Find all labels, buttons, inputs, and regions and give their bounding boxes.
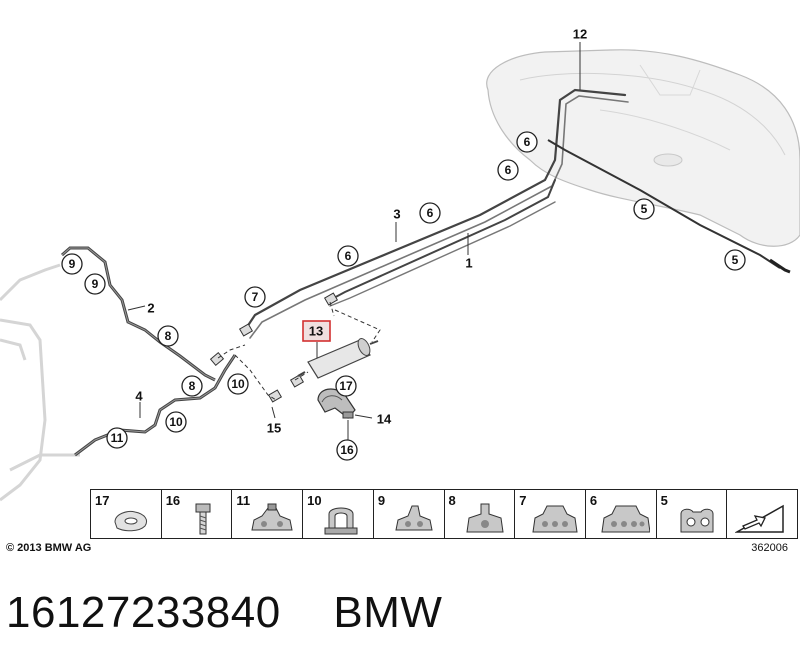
callout-6-d: 6 <box>337 245 359 267</box>
vent-line-5 <box>547 139 781 269</box>
legend-cell-8[interactable]: 8 <box>445 490 516 538</box>
legend-cell-10[interactable]: 10 <box>303 490 374 538</box>
fuel-line-1-and-3 <box>243 88 629 339</box>
callout-6-a: 6 <box>516 131 538 153</box>
svg-text:11: 11 <box>111 431 124 445</box>
legend-cell-11[interactable]: 11 <box>232 490 304 538</box>
callout-5-a: 5 <box>633 198 655 220</box>
clip-icon <box>465 503 504 533</box>
fuel-filter <box>297 338 379 379</box>
svg-text:12: 12 <box>573 27 587 42</box>
clip-icon <box>395 505 433 531</box>
fuel-line-diagram: 12 6 6 6 6 5 5 3 1 2 9 9 8 8 7 13 10 10 … <box>0 27 800 502</box>
callout-1: 1 <box>465 256 472 271</box>
svg-text:7: 7 <box>252 290 259 304</box>
legend-number: 8 <box>448 493 456 508</box>
svg-text:17: 17 <box>339 379 353 393</box>
svg-text:1: 1 <box>465 256 472 271</box>
svg-text:6: 6 <box>505 163 512 177</box>
legend-cell-5[interactable]: 5 <box>657 490 728 538</box>
legend-number: 5 <box>660 493 668 508</box>
callout-7: 7 <box>244 286 266 308</box>
legend-cell-9[interactable]: 9 <box>374 490 445 538</box>
svg-text:5: 5 <box>641 202 648 216</box>
svg-text:9: 9 <box>92 277 99 291</box>
callout-2: 2 <box>147 301 154 316</box>
svg-text:9: 9 <box>69 257 76 271</box>
svg-text:10: 10 <box>231 377 245 391</box>
fuel-line-2 <box>61 246 216 382</box>
callout-6-c: 6 <box>419 202 441 224</box>
svg-text:8: 8 <box>189 379 196 393</box>
svg-text:15: 15 <box>267 421 281 436</box>
callout-10-a: 10 <box>227 373 249 395</box>
part-caption: 16127233840 BMW <box>6 588 482 638</box>
legend-cell-17[interactable]: 17 <box>91 490 162 538</box>
callout-8-a: 8 <box>157 325 179 347</box>
callout-10-b: 10 <box>165 411 187 433</box>
legend-cell-6[interactable]: 6 <box>586 490 657 538</box>
callout-17: 17 <box>335 375 357 397</box>
arrow-icon <box>735 504 785 533</box>
clip-icon <box>251 503 294 531</box>
fuel-line-4 <box>74 354 237 457</box>
bolt-icon <box>195 503 211 535</box>
callout-14: 14 <box>377 412 392 427</box>
part-number: 16127233840 <box>6 588 281 637</box>
fuel-tank <box>486 49 800 247</box>
vent-line-end <box>769 258 791 274</box>
legend-number: 11 <box>236 493 251 508</box>
svg-text:5: 5 <box>732 253 739 267</box>
svg-text:10: 10 <box>169 415 183 429</box>
svg-text:14: 14 <box>377 412 392 427</box>
svg-text:3: 3 <box>393 207 400 222</box>
clamp-icon <box>324 507 358 535</box>
svg-text:16: 16 <box>340 443 354 457</box>
svg-text:2: 2 <box>147 301 154 316</box>
legend-number: 6 <box>589 493 598 508</box>
vehicle-frame-lines <box>0 263 80 502</box>
svg-text:6: 6 <box>524 135 531 149</box>
legend-number: 16 <box>165 493 181 508</box>
legend-cell-7[interactable]: 7 <box>515 490 586 538</box>
callout-4: 4 <box>135 389 143 404</box>
legend-number: 7 <box>519 493 527 508</box>
clip-icon <box>680 508 714 533</box>
legend-number: 10 <box>307 493 322 508</box>
callout-3: 3 <box>393 207 400 222</box>
multi-clip-icon <box>532 505 578 533</box>
svg-text:13: 13 <box>309 324 323 339</box>
svg-text:4: 4 <box>135 389 143 404</box>
legend-number: 9 <box>377 493 386 508</box>
multi-clip-icon <box>601 505 650 533</box>
line-connectors <box>209 292 339 403</box>
svg-text:6: 6 <box>345 249 352 263</box>
assembly-dashed-lines <box>217 301 381 401</box>
svg-text:8: 8 <box>165 329 172 343</box>
legend-number: 17 <box>95 493 110 508</box>
callout-8-b: 8 <box>181 375 203 397</box>
parts-legend: 17 16 11 10 9 8 <box>90 489 798 539</box>
diagram-code: 362006 <box>751 542 788 554</box>
svg-text:6: 6 <box>427 206 434 220</box>
legend-cell-16[interactable]: 16 <box>162 490 233 538</box>
callout-12: 12 <box>573 27 587 42</box>
callout-11: 11 <box>106 427 128 449</box>
fuel-line-2-inner <box>61 247 216 381</box>
leader-lines <box>127 42 581 419</box>
brand-name: BMW <box>333 588 443 637</box>
callout-16: 16 <box>336 439 358 461</box>
legend-cell-arrow[interactable] <box>727 490 797 538</box>
callout-9-b: 9 <box>84 273 106 295</box>
callout-6-b: 6 <box>497 159 519 181</box>
callout-15: 15 <box>267 421 281 436</box>
callout-13: 13 <box>302 320 331 342</box>
callout-5-b: 5 <box>724 249 746 271</box>
copyright-text: © 2013 BMW AG <box>6 542 92 554</box>
callout-9-a: 9 <box>61 253 83 275</box>
washer-icon <box>114 511 148 532</box>
